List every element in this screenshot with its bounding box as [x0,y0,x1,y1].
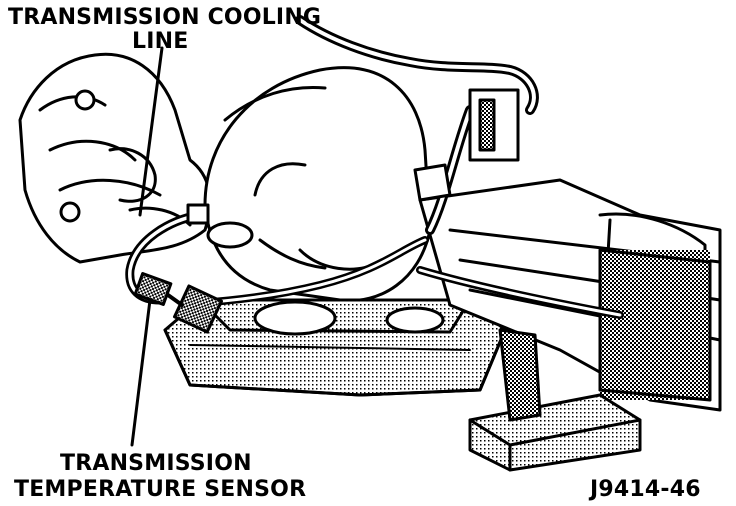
sensor-label-1: TRANSMISSION [60,451,252,476]
cooling-line-leader [138,46,164,217]
sensor-leader [130,298,152,447]
sensor-label-2: TEMPERATURE SENSOR [14,477,307,502]
extension-housing [418,178,722,412]
cooling-line-label-1: TRANSMISSION COOLING [8,5,322,30]
wiring-harness [295,15,539,235]
oil-pan [163,298,507,397]
engine-bell-housing [18,52,212,264]
cooling-line-label-2: LINE [132,29,189,54]
figure-id: J9414-46 [590,477,701,502]
crossmember [468,328,642,472]
transmission-case [203,66,432,303]
